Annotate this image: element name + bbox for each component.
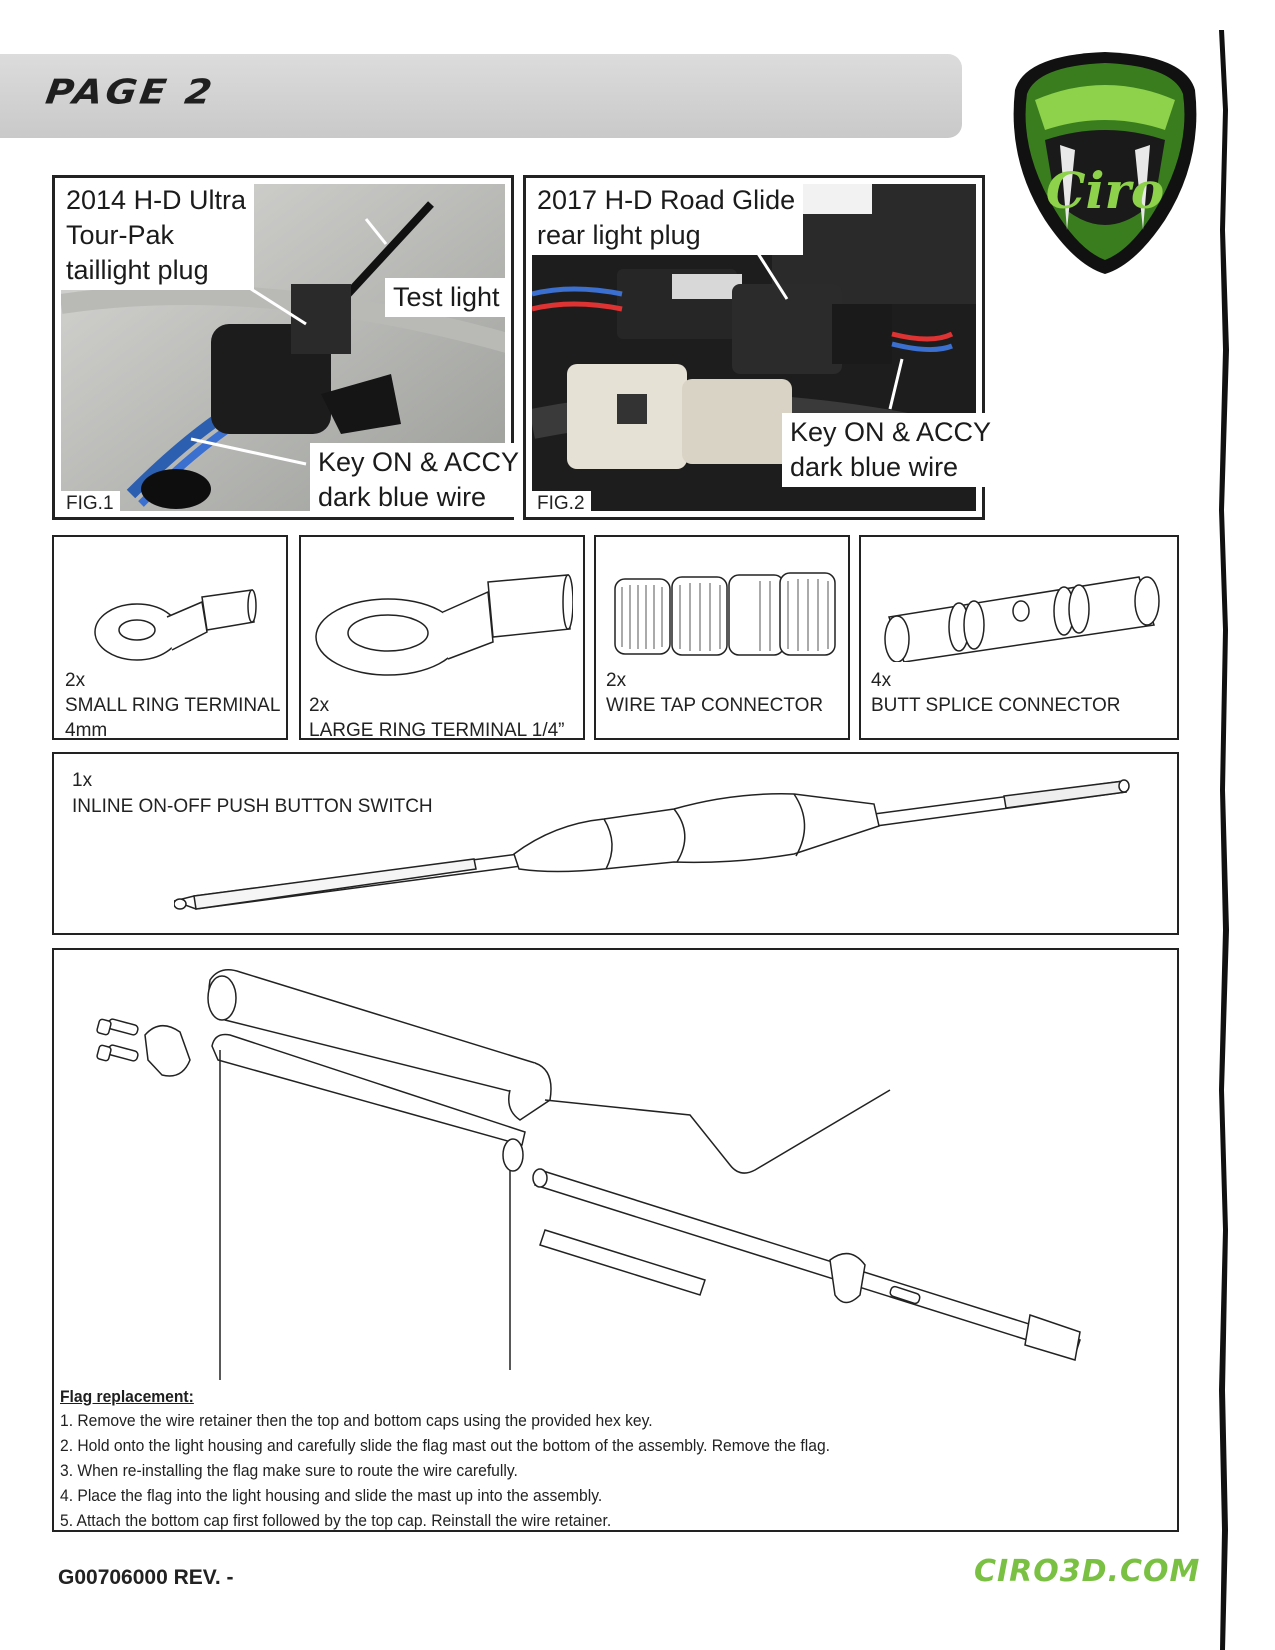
logo-text: Ciro (1046, 161, 1164, 220)
fig2-wire-label: Key ON & ACCY dark blue wire (782, 413, 1000, 487)
part-label: BUTT SPLICE CONNECTOR (871, 695, 1121, 716)
website-link[interactable]: CIRO3D.COM (974, 1554, 1201, 1589)
flag-assembly-diagram (96, 969, 1081, 1380)
instructions-title: Flag replacement: (60, 1387, 194, 1406)
instruction-step: 1. Remove the wire retainer then the top… (60, 1411, 653, 1430)
fig1-label: FIG.1 (60, 491, 120, 517)
fig2-title: 2017 H-D Road Glide rear light plug (529, 181, 804, 255)
instruction-step: 2. Hold onto the light housing and caref… (60, 1436, 830, 1455)
push-button-switch-icon (174, 779, 1130, 910)
fig1-test-light-label: Test light (385, 278, 508, 317)
part-label: SMALL RING TERMINAL (65, 695, 281, 716)
part-qty: 2x (309, 695, 330, 716)
header-banner (0, 54, 962, 138)
part-qty: 4x (871, 670, 892, 691)
instruction-step: 3. When re-installing the flag make sure… (60, 1461, 518, 1480)
fig1-wire-label: Key ON & ACCY dark blue wire (310, 443, 528, 517)
switch-label: INLINE ON-OFF PUSH BUTTON SWITCH (72, 796, 433, 817)
instruction-step: 4. Place the flag into the light housing… (60, 1486, 603, 1505)
part-wire-tap-connector: 2x WIRE TAP CONNECTOR (594, 535, 850, 740)
torn-edge (1219, 30, 1229, 1650)
switch-qty: 1x (72, 770, 93, 791)
part-small-ring-terminal: 2x SMALL RING TERMINAL 4mm (52, 535, 288, 741)
fig2-photo (532, 184, 976, 511)
part-large-ring-terminal: 2x LARGE RING TERMINAL 1/4” (299, 535, 585, 741)
document-code: G00706000 REV. - (58, 1566, 234, 1589)
fig1-panel: 2014 H-D Ultra Tour-Pak taillight plug T… (52, 175, 528, 520)
instruction-step: 5. Attach the bottom cap first followed … (60, 1511, 612, 1530)
part-qty: 2x (606, 670, 627, 691)
part-label-size: 4mm (65, 720, 108, 741)
part-qty: 2x (65, 670, 86, 691)
part-push-button-switch: 1x INLINE ON-OFF PUSH BUTTON SWITCH (52, 752, 1179, 935)
fig2-panel: 2017 H-D Road Glide rear light plug Key … (523, 175, 1000, 520)
part-label: WIRE TAP CONNECTOR (606, 695, 824, 716)
small-ring-terminal-icon (94, 589, 257, 661)
screw-icon (96, 1018, 139, 1062)
fig1-title: 2014 H-D Ultra Tour-Pak taillight plug (58, 181, 255, 290)
page-title: PAGE 2 (43, 72, 218, 112)
part-butt-splice-connector: 4x BUTT SPLICE CONNECTOR (859, 535, 1179, 740)
part-label: LARGE RING TERMINAL 1/4” (309, 720, 565, 741)
butt-splice-connector-icon (884, 576, 1160, 662)
fig2-label: FIG.2 (531, 491, 591, 517)
ciro-logo: Ciro (1013, 52, 1197, 274)
large-ring-terminal-icon (315, 574, 573, 676)
wire-tap-connector-icon (614, 572, 836, 656)
